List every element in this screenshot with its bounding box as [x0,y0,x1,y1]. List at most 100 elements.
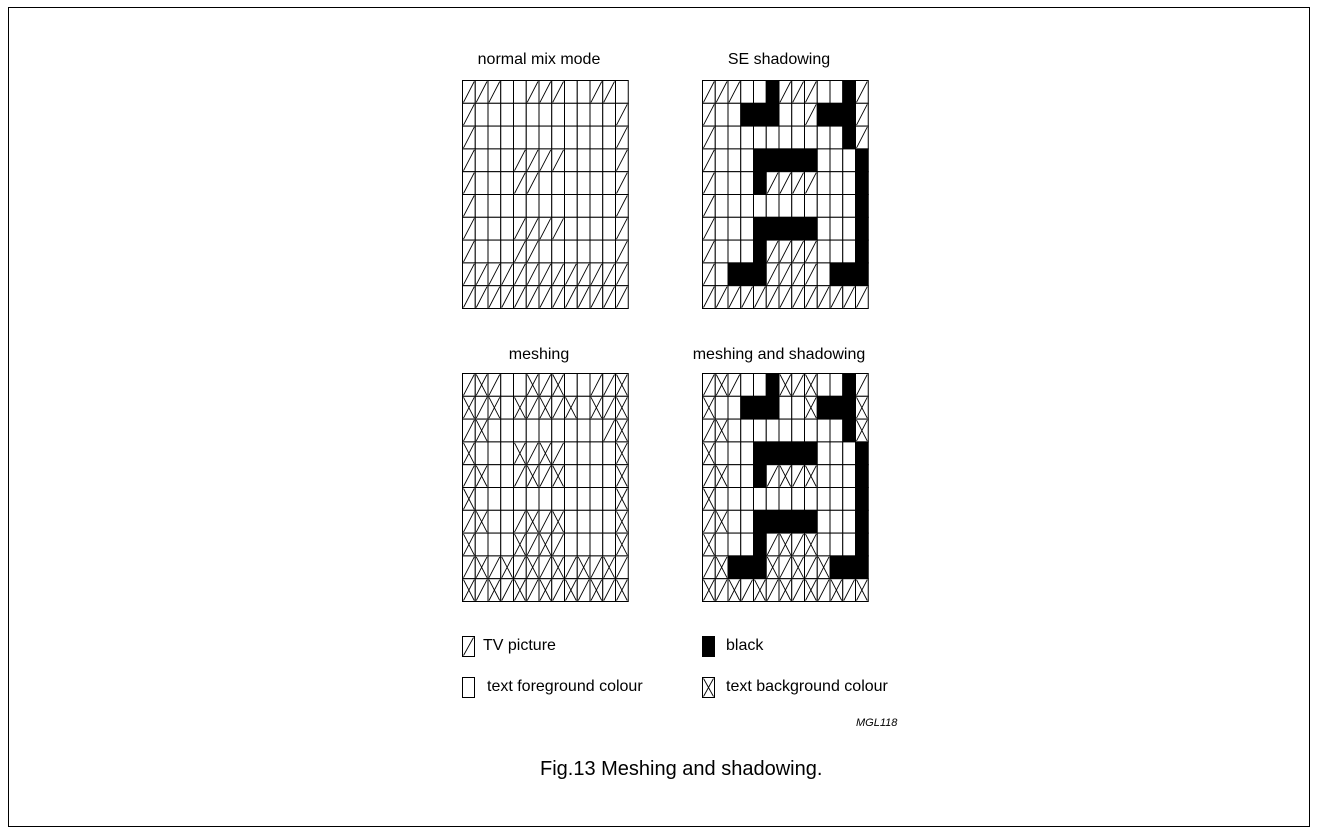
cell-text-foreground [487,102,502,127]
cell-tv-picture [462,262,476,287]
cell-tv-picture [791,373,805,397]
cell-text-foreground [564,125,578,150]
cell-black [791,509,805,534]
cell-text-background [804,532,818,557]
cell-tv-picture [589,285,604,309]
cell-black [765,441,780,466]
cell-tv-picture [538,216,553,241]
cell-text-foreground [602,148,616,173]
cell-tv-picture [804,285,818,309]
cell-text-foreground [576,216,591,241]
cell-text-foreground [765,418,780,443]
cell-tv-picture [602,418,616,443]
cell-tv-picture [765,532,780,557]
cell-text-foreground [791,125,805,150]
cell-text-background [615,487,629,511]
cell-text-foreground [714,148,729,173]
cell-text-foreground [551,239,565,264]
cell-text-foreground [727,148,742,173]
cell-text-foreground [551,102,565,127]
cell-text-foreground [714,262,729,287]
cell-text-foreground [714,102,729,127]
cell-tv-picture [525,395,540,420]
cell-text-foreground [500,102,514,127]
cell-tv-picture [564,555,578,580]
cell-text-foreground [740,509,754,534]
cell-black [740,555,754,580]
cell-tv-picture [855,373,869,397]
cell-text-foreground [538,171,553,195]
cell-black [740,395,754,420]
cell-black [855,555,869,580]
cell-text-foreground [714,487,729,511]
legend-label-black: black [726,637,764,654]
cell-text-background [804,395,818,420]
cell-tv-picture [551,395,565,420]
cell-text-foreground [500,171,514,195]
cell-text-foreground [576,464,591,488]
cell-text-background [513,441,527,466]
cell-text-foreground [589,509,604,534]
cell-text-foreground [576,509,591,534]
cell-text-foreground [804,125,818,150]
cell-tv-picture [714,80,729,104]
cell-text-background [487,395,502,420]
cell-black [740,262,754,287]
cell-text-foreground [804,194,818,218]
cell-text-foreground [753,418,767,443]
cell-text-foreground [576,148,591,173]
cell-tv-picture [804,102,818,127]
cell-text-background [462,441,476,466]
cell-text-foreground [714,441,729,466]
swatch-black [702,636,715,657]
legend-swatch-tv-picture [462,636,475,657]
cell-tv-picture [791,464,805,488]
cell-tv-picture [778,555,793,580]
cell-black [753,171,767,195]
cell-tv-picture [615,239,629,264]
cell-text-foreground [500,395,514,420]
cell-text-foreground [474,216,489,241]
cell-text-foreground [740,487,754,511]
cell-text-foreground [740,441,754,466]
cell-tv-picture [816,285,831,309]
cell-tv-picture [551,285,565,309]
cell-text-foreground [842,194,856,218]
cell-tv-picture [589,262,604,287]
cell-text-background [474,555,489,580]
cell-text-foreground [727,395,742,420]
cell-black [791,148,805,173]
cell-tv-picture [551,148,565,173]
cell-tv-picture [829,285,844,309]
cell-text-background [474,464,489,488]
cell-tv-picture [538,555,553,580]
cell-tv-picture [778,285,793,309]
cell-text-foreground [551,418,565,443]
cell-tv-picture [778,80,793,104]
legend-label-text-foreground: text foreground colour [487,678,643,695]
cell-tv-picture [804,262,818,287]
cell-tv-picture [714,578,729,602]
cell-text-background [513,578,527,602]
cell-text-background [462,395,476,420]
swatch-text-background [702,677,715,698]
cell-text-foreground [551,125,565,150]
cell-text-foreground [829,509,844,534]
cell-text-foreground [816,216,831,241]
cell-text-foreground [576,373,591,397]
cell-black [855,194,869,218]
cell-tv-picture [462,555,476,580]
cell-tv-picture [538,285,553,309]
cell-tv-picture [615,216,629,241]
cell-text-foreground [564,102,578,127]
cell-tv-picture [538,464,553,488]
cell-text-background [525,373,540,397]
cell-tv-picture [525,239,540,264]
cell-text-foreground [602,464,616,488]
cell-text-foreground [842,464,856,488]
cell-tv-picture [778,239,793,264]
cell-tv-picture [602,285,616,309]
cell-text-foreground [829,171,844,195]
cell-text-background [513,395,527,420]
cell-text-foreground [525,194,540,218]
